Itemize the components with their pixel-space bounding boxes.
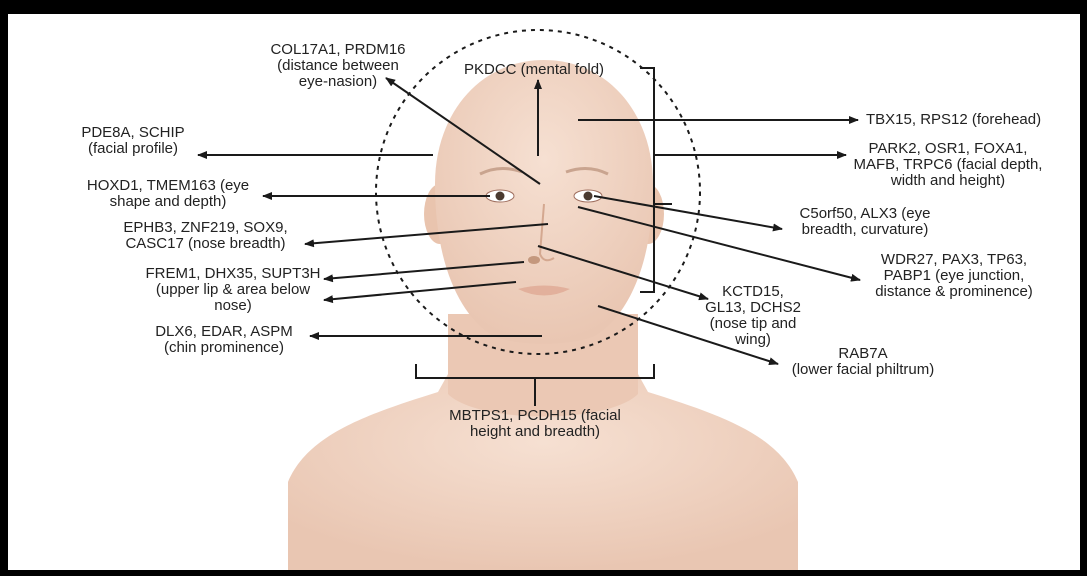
label-wdr27: WDR27, PAX3, TP63, PABP1 (eye junction, …	[854, 252, 1054, 300]
label-dlx6: DLX6, EDAR, ASPM (chin prominence)	[144, 324, 304, 356]
label-c5orf50: C5orf50, ALX3 (eye breadth, curvature)	[780, 206, 950, 238]
label-mbtps1: MBTPS1, PCDH15 (facial height and breadt…	[424, 408, 646, 440]
label-pkdcc: PKDCC (mental fold)	[464, 62, 604, 78]
label-tbx15: TBX15, RPS12 (forehead)	[866, 112, 1041, 128]
figure-canvas: COL17A1, PRDM16 (distance between eye-na…	[8, 14, 1080, 570]
label-pde8a: PDE8A, SCHIP (facial profile)	[58, 125, 208, 157]
label-park2: PARK2, OSR1, FOXA1, MAFB, TRPC6 (facial …	[828, 141, 1068, 189]
human-head-illustration	[435, 60, 653, 344]
label-frem1: FREM1, DHX35, SUPT3H (upper lip & area b…	[138, 266, 328, 314]
label-hoxd1: HOXD1, TMEM163 (eye shape and depth)	[78, 178, 258, 210]
label-col17a1: COL17A1, PRDM16 (distance between eye-na…	[238, 42, 438, 90]
label-rab7a: RAB7A (lower facial philtrum)	[768, 346, 958, 378]
label-kctd15: KCTD15, GL13, DCHS2 (nose tip and wing)	[698, 284, 808, 348]
label-ephb3: EPHB3, ZNF219, SOX9, CASC17 (nose breadt…	[108, 220, 303, 252]
